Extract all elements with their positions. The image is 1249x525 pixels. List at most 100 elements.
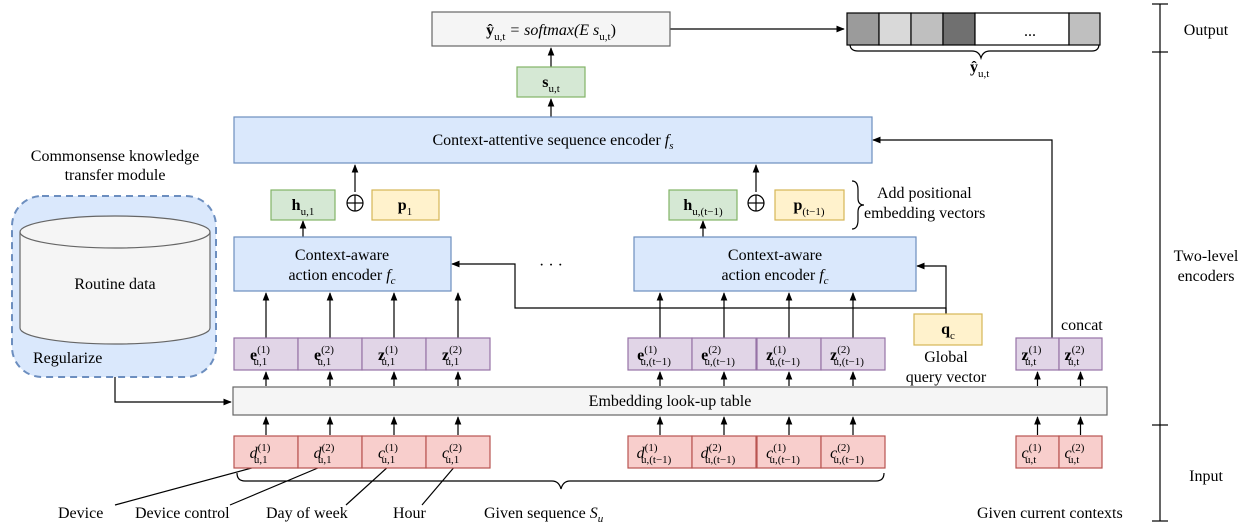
input-token-box: c(2)u,t xyxy=(1058,435,1103,469)
vector-symbol: e(1)u,1 xyxy=(250,344,270,368)
input-token-box: d(1)u,1 xyxy=(233,435,299,469)
vertical-arrows xyxy=(262,292,1084,435)
vector-symbol: d(1)u,(t−1) xyxy=(637,442,672,466)
vector-symbol: z(2)u,1 xyxy=(442,344,462,368)
svg-text:Context-attentive sequence enc: Context-attentive sequence encoder fs xyxy=(432,132,673,152)
vector-symbol: c(1)u,(t−1) xyxy=(766,442,800,466)
embedding-box: e(2)u,1 xyxy=(297,337,363,371)
vector-symbol: e(2)u,1 xyxy=(314,344,334,368)
input-token-box: c(1)u,(t−1) xyxy=(756,435,822,469)
vector-symbol: z(2)u,(t−1) xyxy=(830,344,864,368)
svg-text:embedding vectors: embedding vectors xyxy=(864,205,985,222)
svg-text:su,t: su,t xyxy=(542,74,560,95)
positional-box-1: p1 xyxy=(371,189,440,221)
output-probability-vector xyxy=(846,12,1101,46)
action-encoder-box-1: Context-aware action encoder fc xyxy=(233,236,452,292)
action-encoder-box-2: Context-aware action encoder fc xyxy=(633,236,917,292)
output-formula-box: ŷu,t = softmax(E su,t) xyxy=(431,11,671,47)
output-vector-cell xyxy=(1068,12,1101,46)
middle-ellipsis: · · · xyxy=(539,257,563,274)
vector-symbol: c(2)u,t xyxy=(1065,442,1085,466)
regularize-label: Regularize xyxy=(33,350,102,367)
positional-annotation: Add positional embedding vectors xyxy=(864,185,985,222)
input-tokens: d(1)u,1 d(2)u,1 c(1)u,1 c(2)u,1 d(1)u,(t−1) d… xyxy=(233,435,1103,469)
hidden-state-box-2: hu,(t−1) xyxy=(668,189,738,221)
output-vector-cell xyxy=(910,12,944,46)
vector-symbol: e(1)u,(t−1) xyxy=(637,344,671,368)
given-current-label: Given current contexts xyxy=(977,505,1123,522)
embedding-box: z(2)u,(t−1) xyxy=(820,337,886,371)
side-output: Output xyxy=(1184,22,1229,39)
vector-symbol: d(2)u,(t−1) xyxy=(701,442,736,466)
knowledge-module: Commonsense knowledge transfer module Ro… xyxy=(11,148,217,378)
hour-label: Hour xyxy=(393,505,427,522)
embedding-box: z(1)u,(t−1) xyxy=(756,337,822,371)
svg-text:Context-aware: Context-aware xyxy=(295,247,389,264)
vector-symbol: d(1)u,1 xyxy=(250,442,271,466)
svg-text:ŷu,t = softmax(E su,t): ŷu,t = softmax(E su,t) xyxy=(486,22,616,43)
input-token-box: c(1)u,t xyxy=(1015,435,1060,469)
svg-text:p(t−1): p(t−1) xyxy=(794,197,825,218)
given-sequence-label: Given sequence Su xyxy=(484,505,604,525)
database-cylinder-icon xyxy=(19,215,211,345)
query-label-line1: Global xyxy=(924,349,968,366)
embedding-box: z(1)u,1 xyxy=(361,337,427,371)
connectors xyxy=(114,3,1168,522)
vector-symbol: z(2)u,t xyxy=(1065,344,1085,368)
input-token-box: d(1)u,(t−1) xyxy=(627,435,693,469)
positional-box-2: p(t−1) xyxy=(774,189,845,221)
svg-text:Context-aware: Context-aware xyxy=(728,247,822,264)
svg-text:p1: p1 xyxy=(398,197,412,218)
formula-rhs-sub: u,t xyxy=(599,31,610,43)
input-token-box: d(2)u,1 xyxy=(297,435,363,469)
embedding-box: z(2)u,t xyxy=(1058,337,1103,371)
input-token-box: c(2)u,(t−1) xyxy=(820,435,886,469)
knowledge-title-line1: Commonsense knowledge xyxy=(31,148,199,165)
embedding-box: e(2)u,(t−1) xyxy=(691,337,757,371)
svg-text:action encoder fc: action encoder fc xyxy=(721,267,828,287)
day-of-week-label: Day of week xyxy=(266,505,348,522)
input-token-box: c(1)u,1 xyxy=(361,435,427,469)
global-query-box: qc xyxy=(913,313,983,346)
side-labels: Output Two-level encoders Input xyxy=(1174,22,1239,485)
embedding-box: z(2)u,1 xyxy=(425,337,491,371)
knowledge-title-line2: transfer module xyxy=(65,167,166,184)
svg-text:action encoder fc: action encoder fc xyxy=(288,267,395,287)
vector-symbol: d(2)u,1 xyxy=(314,442,335,466)
vector-symbol: z(1)u,1 xyxy=(378,344,398,368)
formula-lhs-sub: u,t xyxy=(494,31,505,43)
side-encoders-line2: encoders xyxy=(1178,268,1235,285)
bottom-labels: Device Device control Day of week Hour G… xyxy=(58,505,1123,525)
formula-rhs: = softmax(E s xyxy=(505,22,599,39)
vector-symbol: c(2)u,1 xyxy=(442,442,462,466)
concat-label: concat xyxy=(1061,317,1103,334)
formula-lhs: ŷ xyxy=(486,22,494,39)
output-vector-cell xyxy=(974,12,1070,46)
query-label-line2: query vector xyxy=(906,369,987,386)
embedding-box: e(1)u,1 xyxy=(233,337,299,371)
svg-text:Add positional: Add positional xyxy=(877,185,972,202)
vector-symbol: z(1)u,t xyxy=(1022,344,1042,368)
side-encoders-line1: Two-level xyxy=(1174,248,1239,265)
device-label: Device xyxy=(58,505,103,522)
embedding-box: z(1)u,t xyxy=(1015,337,1060,371)
embedding-vectors: e(1)u,1 e(2)u,1 z(1)u,1 z(2)u,1 e(1)u,(t−1) e… xyxy=(233,337,1103,371)
output-vector-cell xyxy=(846,12,880,46)
svg-text:hu,1: hu,1 xyxy=(292,197,315,218)
svg-text:hu,(t−1): hu,(t−1) xyxy=(683,197,723,218)
formula-close: ) xyxy=(611,22,616,39)
vector-symbol: c(1)u,1 xyxy=(378,442,398,466)
output-vector-label: ŷu,t xyxy=(970,59,989,80)
sequence-encoder-box: Context-attentive sequence encoder fs xyxy=(233,116,873,164)
vector-symbol: c(1)u,t xyxy=(1022,442,1042,466)
oplus-2 xyxy=(747,194,765,212)
svg-text:qc: qc xyxy=(941,321,955,342)
vector-symbol: z(1)u,(t−1) xyxy=(766,344,800,368)
embedding-box: e(1)u,(t−1) xyxy=(627,337,693,371)
output-vector-cell xyxy=(942,12,976,46)
database-label: Routine data xyxy=(74,276,155,293)
device-control-label: Device control xyxy=(135,505,230,522)
output-vector-ellipsis: ... xyxy=(1024,23,1036,40)
oplus-1 xyxy=(346,194,364,212)
